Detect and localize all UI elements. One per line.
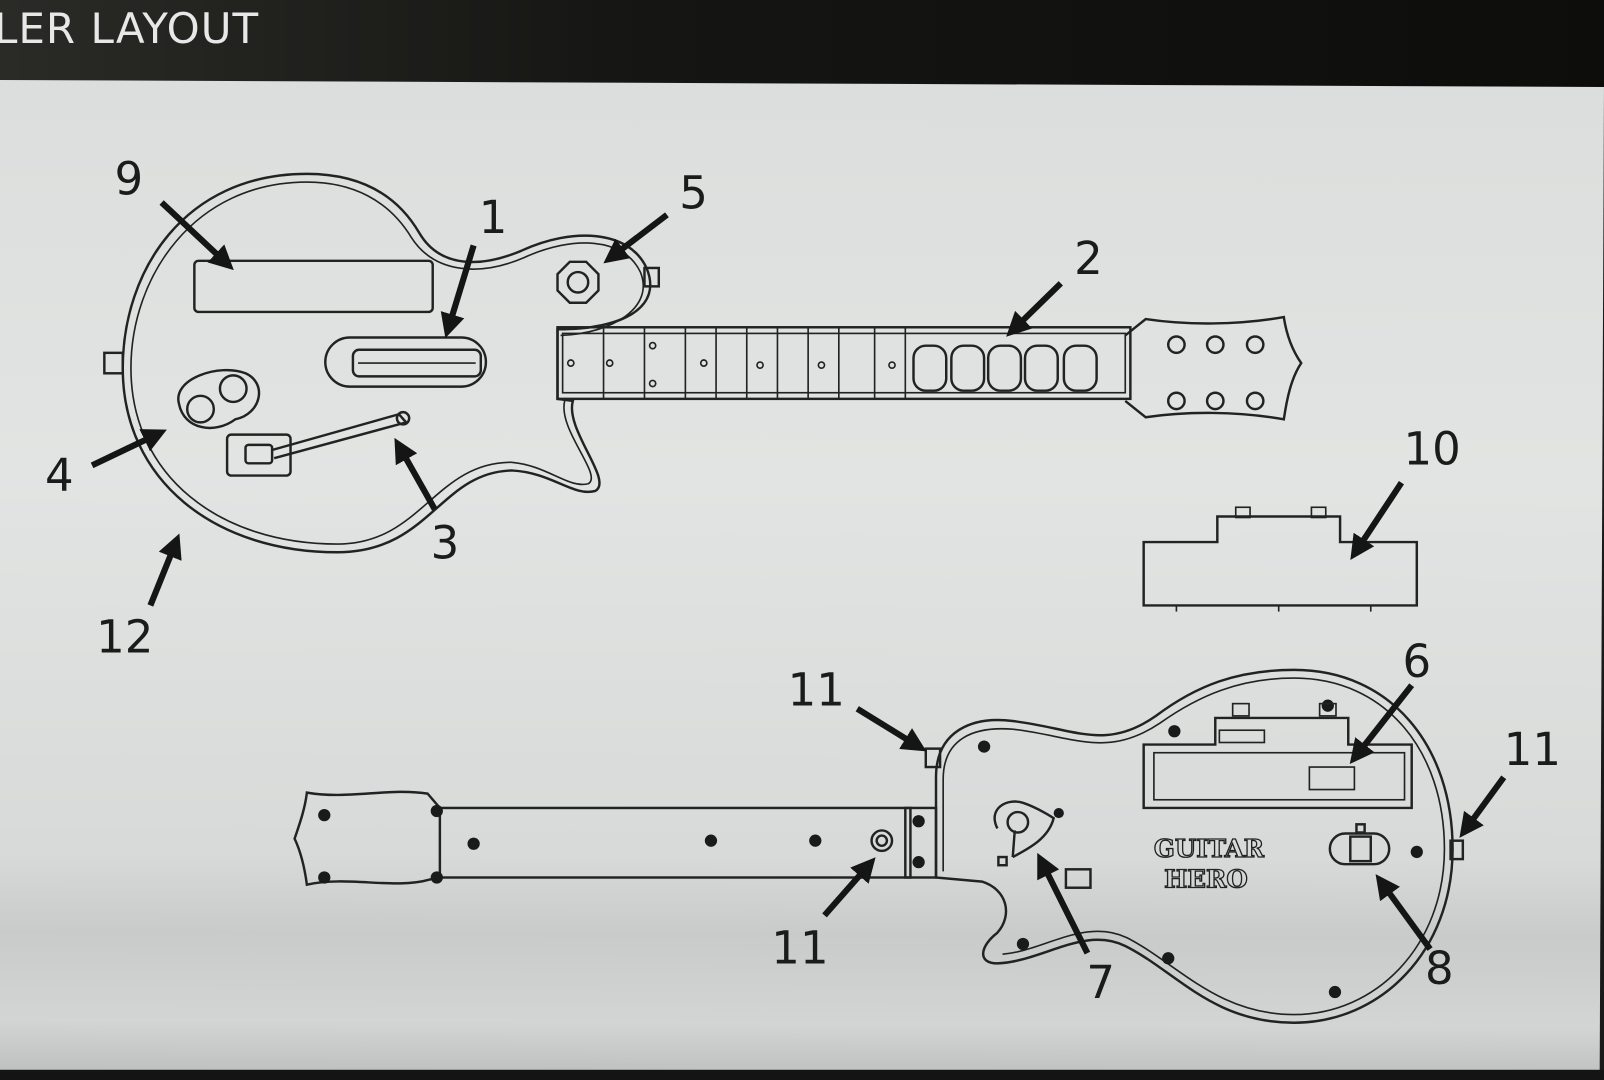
callout-4: 4 [45, 449, 74, 502]
front-neck [556, 326, 1132, 401]
callout-11-top: 11 [788, 664, 845, 717]
callout-arrows [90, 200, 1507, 955]
back-body-outline [934, 668, 1454, 1024]
faceplate-slot [193, 259, 434, 314]
arrow-11-top [855, 706, 927, 752]
callout-1: 1 [479, 191, 508, 244]
arrow-9 [159, 200, 234, 271]
strap-button-left [103, 351, 124, 375]
strap-button-back-right [1449, 839, 1465, 861]
callout-12: 12 [96, 611, 153, 664]
callout-7: 7 [1086, 956, 1115, 1009]
whammy-bar [225, 410, 411, 477]
callout-2: 2 [1074, 232, 1103, 285]
arrow-8 [1375, 874, 1433, 951]
bottom-edge [0, 1069, 1604, 1080]
arrow-3 [394, 437, 438, 511]
fret-buttons [912, 344, 1098, 392]
callout-8: 8 [1425, 942, 1454, 995]
front-body-outline [121, 172, 652, 554]
battery-compartment [1142, 702, 1413, 810]
arrow-11-right [1459, 775, 1507, 838]
svg-text:GUITAR: GUITAR [1154, 834, 1265, 863]
front-body-binding [130, 181, 644, 545]
callout-3: 3 [431, 516, 460, 569]
arrow-4 [90, 429, 167, 469]
callout-10: 10 [1404, 422, 1461, 475]
page-title: LER LAYOUT [0, 4, 260, 53]
callout-9: 9 [115, 152, 144, 205]
arrow-1 [440, 244, 477, 339]
callout-5: 5 [679, 167, 708, 220]
neck-release-button [870, 829, 894, 853]
neck-bolts [318, 804, 925, 884]
sync-button [1328, 823, 1391, 866]
callout-11-bottom: 11 [771, 921, 828, 974]
frets [602, 327, 907, 399]
callout-11-right: 11 [1504, 723, 1561, 776]
strum-bar [324, 336, 488, 388]
strap-button-top [643, 266, 661, 288]
start-select-buttons [177, 368, 261, 430]
svg-text:HERO: HERO [1164, 865, 1248, 894]
back-headstock [293, 790, 441, 887]
guitar-back-view: GUITAR HERO [293, 668, 1465, 1024]
callout-labels: 9 1 5 2 10 4 3 12 11 6 11 11 7 8 [45, 152, 1561, 1009]
arrow-12 [147, 533, 182, 607]
arrow-6 [1349, 683, 1415, 765]
neck-joint [904, 806, 938, 879]
battery-cover [1142, 506, 1419, 612]
callout-6: 6 [1402, 635, 1431, 688]
tilt-sensor-switch [993, 800, 1056, 867]
arrow-2 [1006, 281, 1063, 337]
arrow-7 [1037, 852, 1091, 955]
back-plate-tab [1064, 868, 1092, 889]
arrow-5 [603, 212, 669, 264]
strap-button-back-top [924, 747, 942, 769]
tuning-pegs [1166, 335, 1265, 411]
arrow-11-bottom [822, 857, 876, 918]
front-neck-inner [561, 332, 1127, 394]
body-screws [977, 699, 1423, 999]
volume-knob [556, 260, 600, 304]
back-neck [438, 806, 912, 879]
guitar-front-view [103, 172, 1303, 554]
arrow-10 [1350, 481, 1405, 560]
fret-markers [566, 341, 896, 388]
guitar-hero-logo: GUITAR HERO [1153, 833, 1265, 894]
front-headstock [1124, 315, 1303, 421]
